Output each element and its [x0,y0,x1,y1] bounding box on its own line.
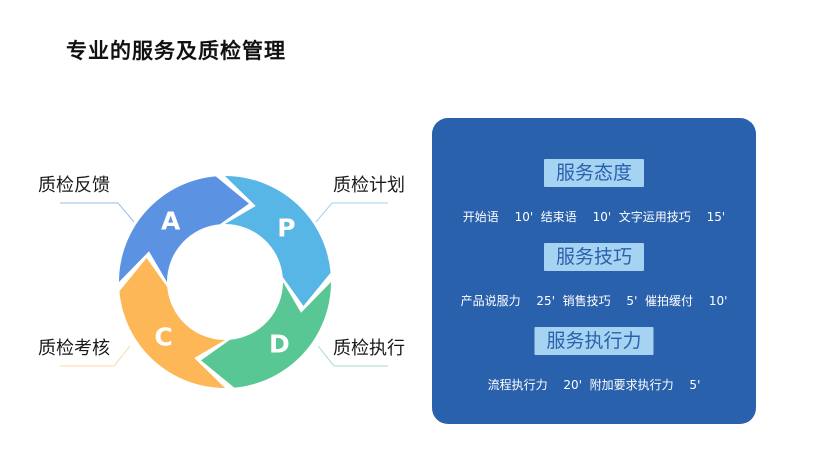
service-panel: 服务态度 开始语 10' 结束语 10' 文字运用技巧 15' 服务技巧 产品说… [432,118,756,424]
section-items-attitude: 开始语 10' 结束语 10' 文字运用技巧 15' [462,210,726,224]
label-do: 质检执行 [333,338,405,359]
page-title: 专业的服务及质检管理 [66,39,286,63]
connector-line-a [60,202,135,223]
connector-lines [60,202,388,367]
label-act: 质检反馈 [38,175,110,196]
connector-line-c [60,345,131,367]
section-items-execution: 流程执行力 20' 附加要求执行力 5' [487,378,701,392]
connector-line-d [317,345,388,367]
connector-line-p [315,202,388,223]
cycle-segment-plan [225,176,331,306]
cycle-letter-check: C [154,322,172,351]
section-items-skills: 产品说服力 25' 销售技巧 5' 催拍缓付 10' [460,294,728,308]
section-heading-attitude: 服务态度 [543,159,645,187]
section-heading-skills: 服务技巧 [543,243,645,271]
label-plan: 质检计划 [333,175,405,196]
cycle-letter-act: A [161,207,181,236]
cycle-segment-check [119,258,225,388]
cycle-segment-act [119,176,249,282]
cycle-segment-do [201,282,331,388]
label-check: 质检考核 [38,338,110,359]
section-heading-execution: 服务执行力 [534,327,654,355]
cycle-letter-do: D [269,329,290,358]
cycle-letter-plan: P [277,214,295,243]
